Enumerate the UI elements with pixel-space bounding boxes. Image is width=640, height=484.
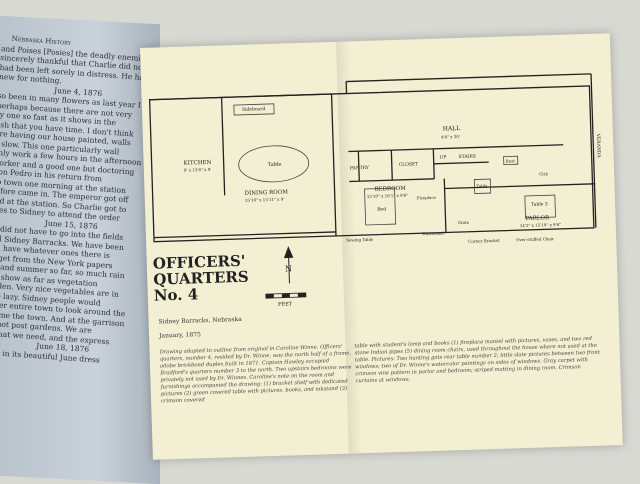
- label-parlor: PARLOR: [525, 215, 550, 222]
- plan-title-line2: QUARTERS: [153, 269, 249, 288]
- label-kitchen-dim: 9' x 13'6" x 9': [184, 167, 212, 173]
- label-table3: Table 3: [531, 201, 548, 208]
- label-corner-bracket: Corner Bracket: [468, 238, 500, 244]
- label-bedroom: BEDROOM: [374, 186, 406, 193]
- label-grate: Grate: [458, 220, 470, 225]
- label-bed: Bed: [377, 206, 386, 212]
- label-crib: Crib: [539, 171, 548, 176]
- label-veranda: VERANDA: [595, 133, 602, 159]
- label-hall-dim: 4'6" x 30': [441, 134, 460, 140]
- label-sideboard: Sideboard: [242, 106, 266, 113]
- label-chair: Over-stuffed Chair: [516, 236, 554, 242]
- label-closet: CLOSET: [399, 161, 419, 168]
- label-dining-dim: 15'10" x 15'11" x 9': [245, 197, 285, 203]
- scale-label: FEET: [278, 301, 293, 307]
- caption-left: Drawing adapted to outline from original…: [159, 343, 356, 405]
- label-pantry: PANTRY: [350, 165, 370, 172]
- label-table2: Table: [476, 183, 488, 188]
- label-stairs: STAIRS: [458, 154, 476, 161]
- north-label: N: [285, 264, 292, 273]
- label-bedroom-dim: 15'10" x 16'1" x 9'6": [367, 193, 409, 199]
- label-parlor-dim: 14'2" x 15'10" x 9'6": [520, 222, 562, 228]
- label-hall: HALL: [443, 125, 461, 133]
- label-up: UP: [439, 154, 446, 160]
- plan-location: Sidney Barracks, Nebraska: [158, 313, 242, 330]
- label-bust: Bust: [506, 158, 516, 163]
- label-table: Table: [268, 162, 282, 168]
- label-sewing-table: Sewing Table: [346, 237, 374, 243]
- label-washstand: Washstand: [422, 231, 445, 237]
- caption-right: table with student's lamp and books (1) …: [354, 336, 600, 386]
- scale-bar: [266, 293, 306, 298]
- plan-date: January, 1875: [159, 327, 243, 344]
- label-kitchen: KITCHEN: [184, 160, 212, 167]
- label-fireplace: Fireplace: [417, 195, 437, 201]
- plan-subtitle: Sidney Barracks, Nebraska January, 1875: [158, 313, 242, 344]
- plan-title: OFFICERS' QUARTERS No. 4: [153, 253, 250, 304]
- plan-title-line3: No. 4: [154, 285, 250, 304]
- right-page: KITCHEN 9' x 13'6" x 9' Sideboard Table …: [140, 33, 623, 460]
